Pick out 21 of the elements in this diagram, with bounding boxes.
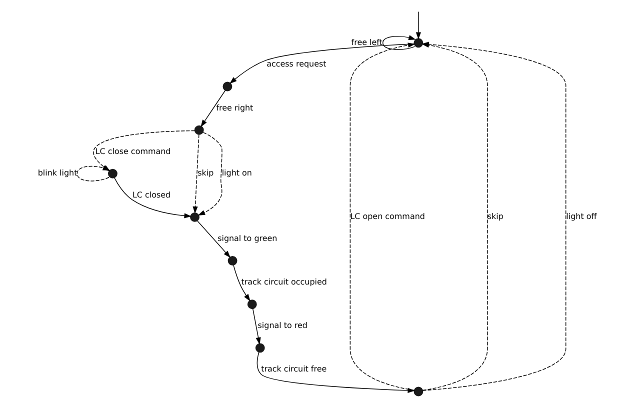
node-circle — [228, 256, 238, 266]
node-circle — [247, 300, 257, 310]
arrow — [198, 132, 222, 216]
node-circle — [222, 82, 232, 92]
arrow — [200, 90, 226, 128]
arrow — [416, 11, 421, 40]
arrow — [114, 178, 192, 218]
arrow — [197, 220, 231, 258]
arrow — [350, 42, 416, 391]
arrow — [230, 43, 414, 84]
arrow — [233, 264, 250, 302]
node-circle — [255, 343, 265, 353]
arrow — [256, 352, 416, 393]
node-circle — [108, 168, 118, 178]
node-circle — [194, 125, 204, 135]
node-circle — [414, 386, 424, 396]
node-circle — [414, 38, 424, 48]
arrow — [192, 134, 200, 214]
arrow — [252, 308, 261, 345]
arrow — [382, 35, 416, 50]
node-circle — [190, 212, 200, 222]
